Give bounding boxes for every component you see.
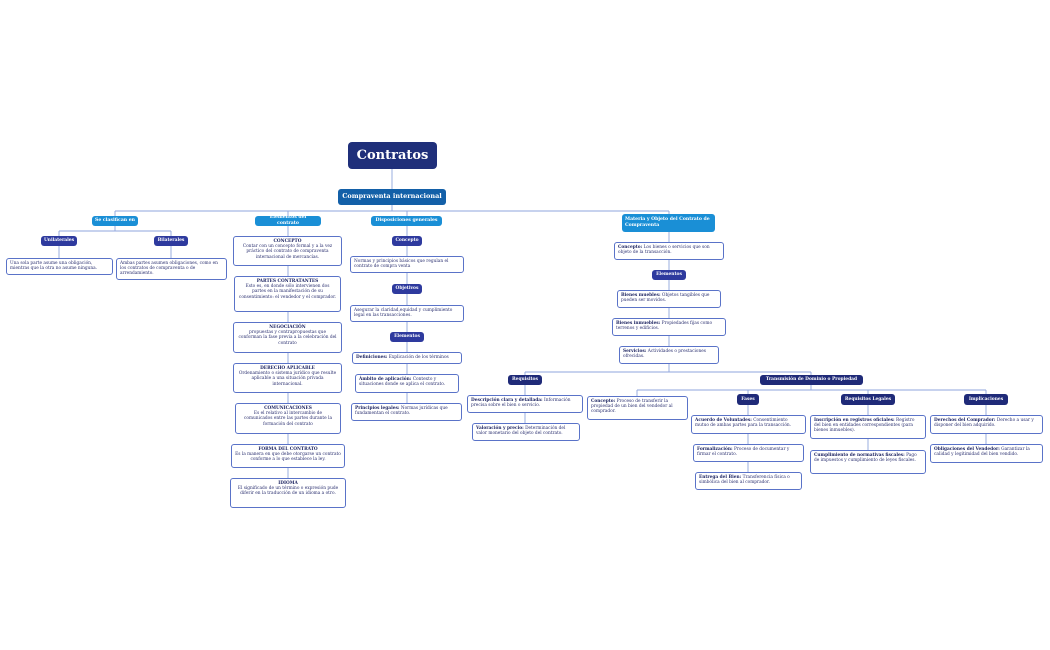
elemento-text: Es la manera en que debe otorgarse un co…	[235, 452, 341, 463]
leaf-descripcion: Descripción clara y detallada: Informaci…	[467, 395, 583, 413]
leaf-bienes-muebles: Bienes muebles: Objetos tangibles que pu…	[617, 290, 721, 308]
leaf-servicios: Servicios: Actividades o prestaciones of…	[619, 346, 719, 364]
leaf-head: Servicios:	[623, 349, 647, 354]
leaf-obligaciones: Obligaciones del Vendedor: Garantizar la…	[930, 444, 1043, 463]
elemento-text: El significado de un término o expresión…	[237, 486, 339, 497]
leaf-head: Formalización:	[697, 447, 733, 452]
leaf-text: Registro del bien en entidades correspon…	[814, 418, 915, 434]
elemento-head: COMUNICACIONES	[264, 406, 312, 411]
leaf-head: Bienes inmuebles:	[616, 321, 661, 326]
leaf-text: Propiedades fijas como terrenos y edific…	[616, 321, 713, 332]
leaf-text: Consentimiento mutuo de ambas partes par…	[695, 418, 792, 429]
elemento-head: CONCEPTO	[273, 239, 302, 244]
category-materia-objeto: Materia y Objeto del Contrato de Comprav…	[622, 214, 715, 232]
elemento-head: PARTES CONTRATANTES	[256, 279, 319, 284]
leaf-text: Transferencia física o simbólica del bie…	[699, 475, 790, 486]
leaf-valoracion: Valoración y precio: Determinación del v…	[472, 423, 580, 441]
sub-implicaciones: Implicaciones	[964, 394, 1008, 405]
leaf-text: Explicación de los términos	[387, 355, 449, 360]
sub-bilaterales: Bilaterales	[154, 236, 188, 246]
elemento-text: Es el relativo al intercambio de comunic…	[243, 411, 333, 427]
leaf-text: Proceso de transferir la propiedad de un…	[591, 399, 673, 415]
leaf-inscripcion: Inscripción en registros oficiales: Regi…	[810, 415, 926, 439]
leaf-unilaterales: Una sola parte asume una obligación, mie…	[6, 258, 113, 275]
leaf-head: Cumplimiento de normativas fiscales:	[814, 453, 905, 458]
leaf-head: Valoración y precio:	[476, 426, 524, 431]
leaf-head: Acuerdo de Voluntades:	[695, 418, 752, 423]
sub-transmision: Transmisión de Dominio o Propiedad	[760, 375, 863, 385]
leaf-acuerdo: Acuerdo de Voluntades: Consentimiento mu…	[691, 415, 806, 434]
elemento-text: Contar con un concepto formal y a la vez…	[242, 244, 333, 260]
leaf-text: Proceso de documentar y firmar el contra…	[697, 447, 790, 458]
leaf-head: Entrega del Bien:	[699, 475, 742, 480]
leaf-head: Derechos del Comprador:	[934, 418, 996, 423]
elemento-head: DERECHO APLICABLE	[260, 366, 315, 371]
leaf-entrega: Entrega del Bien: Transferencia física o…	[695, 472, 802, 490]
elemento-head: IDIOMA	[278, 481, 298, 486]
leaf-text: Pago de impuestos y cumplimiento de leye…	[814, 453, 917, 464]
leaf-derechos: Derechos del Comprador: Derecho a usar y…	[930, 415, 1043, 434]
leaf-definiciones: Definiciones: Explicación de los término…	[352, 352, 462, 364]
leaf-text: Normas jurídicas que fundamentan el cont…	[355, 406, 448, 417]
leaf-text: Determinación del valor monetario del ob…	[476, 426, 566, 437]
category-clasificacion: Se clasifican en	[92, 216, 138, 226]
sub-elementos-materia: Elementos	[652, 270, 686, 280]
sub-requisitos-legales: Requisitos Legales	[841, 394, 895, 405]
leaf-bienes-inmuebles: Bienes inmuebles: Propiedades fijas como…	[612, 318, 726, 336]
leaf-head: Principios legales:	[355, 406, 400, 411]
elemento-text: propuestas y contrapropuestas que confor…	[238, 330, 337, 346]
sub-concepto: Concepto	[392, 236, 422, 246]
leaf-cumplimiento: Cumplimiento de normativas fiscales: Pag…	[810, 450, 926, 474]
leaf-principios: Principios legales: Normas jurídicas que…	[351, 403, 462, 421]
leaf-text: Los bienes o servicios que son objeto de…	[618, 245, 710, 256]
sub-unilaterales: Unilaterales	[41, 236, 77, 246]
leaf-head: Obligaciones del Vendedor:	[934, 447, 1000, 452]
elemento-head: FORMA DEL CONTRATO	[258, 447, 318, 452]
elemento-text: Esto es, en donde sólo intervienen dos p…	[238, 284, 337, 300]
leaf-head: Bienes muebles:	[621, 293, 661, 298]
elemento-text: Ordenamiento o sistema jurídico que resu…	[238, 371, 337, 387]
category-elementos-contrato: Elementos del contrato	[255, 216, 321, 226]
main-topic: Compraventa internacional	[338, 189, 446, 205]
category-disposiciones: Disposiciones generales	[371, 216, 442, 226]
leaf-ambito: Ámbito de aplicación: Contexto y situaci…	[355, 374, 459, 393]
sub-objetivos: Objetivos	[392, 284, 422, 294]
leaf-transmision-concepto: Concepto: Proceso de transferir la propi…	[587, 396, 688, 420]
leaf-formalizacion: Formalización: Proceso de documentar y f…	[693, 444, 804, 462]
leaf-materia-concepto: Concepto: Los bienes o servicios que son…	[614, 242, 724, 260]
leaf-head: Concepto:	[618, 245, 643, 250]
leaf-text: Contexto y situaciones donde se aplica e…	[359, 377, 446, 388]
leaf-bilaterales: Ambas partes asumen obligaciones, como e…	[116, 258, 227, 280]
page-title: Contratos	[348, 142, 437, 169]
leaf-disp-objetivos: Asegurar la claridad,equidad y cumplimie…	[350, 305, 464, 322]
sub-elementos-disp: Elementos	[390, 332, 424, 342]
leaf-text: Derecho a usar y disponer del bien adqui…	[934, 418, 1034, 429]
leaf-head: Concepto:	[591, 399, 616, 404]
sub-requisitos: Requisitos	[508, 375, 542, 385]
elemento-head: NEGOCIACIÓN	[269, 325, 306, 330]
leaf-disp-concepto: Normas y principios básicos que regulan …	[350, 256, 464, 273]
leaf-head: Ámbito de aplicación:	[359, 377, 412, 382]
leaf-head: Definiciones:	[356, 355, 388, 360]
leaf-text: Garantizar la calidad y legitimidad del …	[934, 447, 1030, 458]
leaf-head: Descripción clara y detallada:	[471, 398, 543, 403]
leaf-text: Actividades o prestaciones ofrecidas.	[623, 349, 706, 360]
leaf-text: Objetos tangibles que pueden ser movidos…	[621, 293, 710, 304]
leaf-head: Inscripción en registros oficiales:	[814, 418, 895, 423]
sub-fases: Fases	[737, 394, 759, 405]
leaf-text: Información precisa sobre el bien o serv…	[471, 398, 571, 409]
